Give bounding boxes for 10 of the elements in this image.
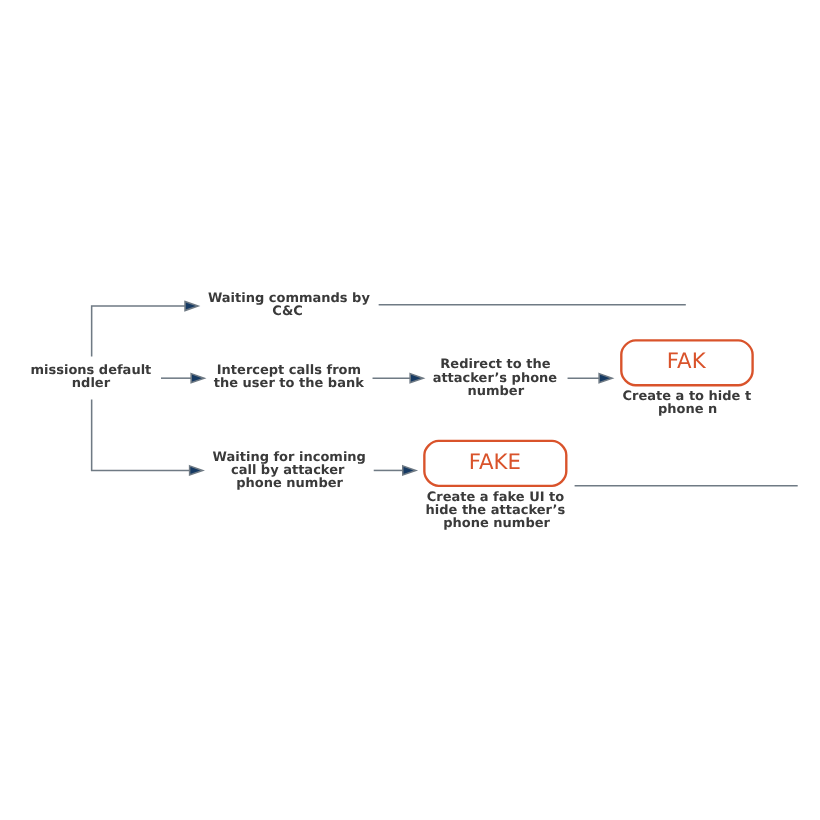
arrow	[372, 463, 419, 476]
node-box: FAK	[620, 338, 754, 386]
connector	[377, 303, 687, 305]
arrow	[90, 397, 205, 476]
arrow	[371, 371, 426, 383]
connector	[573, 484, 799, 486]
arrow	[160, 371, 207, 383]
arrow	[566, 371, 615, 383]
node-box: FAKE	[423, 438, 568, 486]
arrow	[90, 299, 201, 357]
